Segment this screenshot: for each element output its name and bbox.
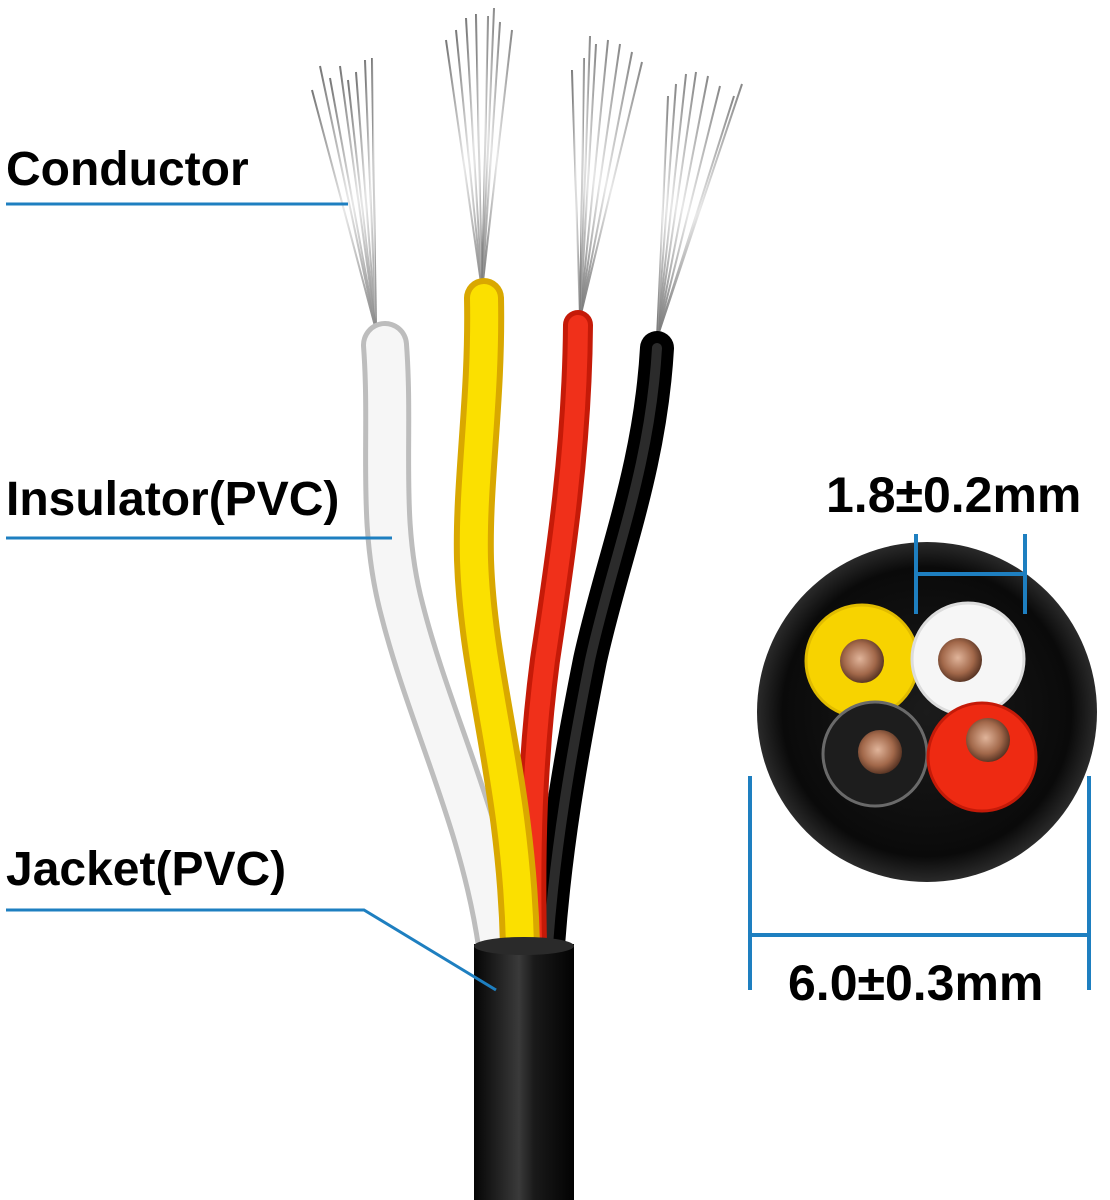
conductor-label: Conductor (6, 143, 249, 196)
jacket-leader-line (6, 908, 497, 992)
strand-diameter-label: 1.8±0.2mm (826, 467, 1082, 523)
red-wire-strands (571, 35, 643, 319)
dimension-markers (748, 534, 1091, 990)
black-wire-strands (656, 71, 743, 339)
yellow-wire-strands (445, 7, 513, 291)
conductor-strands (311, 7, 743, 339)
strand-dimension-bracket (914, 534, 1027, 614)
outer-diameter-label: 6.0±0.3mm (788, 955, 1044, 1011)
cross-section-black-core (821, 700, 929, 808)
cross-section (757, 542, 1097, 882)
outer-dimension-bracket (748, 776, 1091, 990)
leader-lines (6, 202, 497, 992)
insulator-label: Insulator(PVC) (6, 473, 340, 526)
white-wire-strands (311, 57, 377, 331)
jacket (474, 937, 574, 1200)
cross-section-yellow-core (804, 603, 920, 719)
insulated-wires (361, 278, 674, 969)
cross-section-white-core (910, 601, 1026, 717)
cross-section-red-core (926, 701, 1038, 813)
jacket-label: Jacket(PVC) (6, 843, 287, 896)
